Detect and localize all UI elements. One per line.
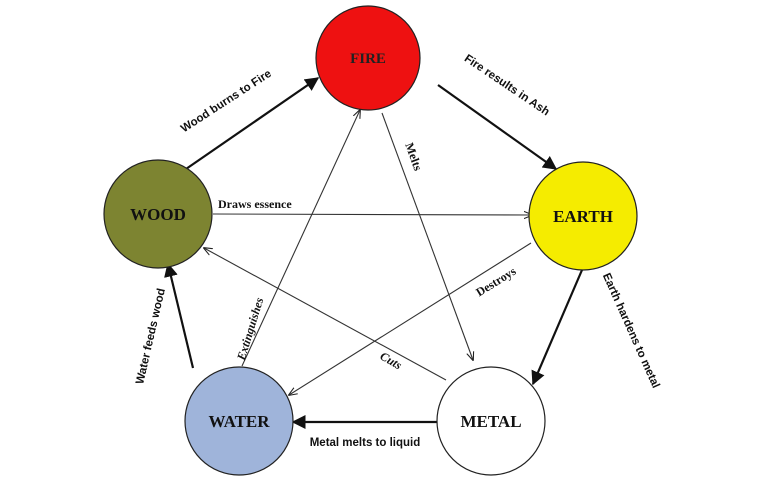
arrow-fire-metal [381,112,473,360]
label-destroys: Destroys [473,264,518,300]
arrow-wood-fire [185,77,320,170]
arrow-water-fire [241,110,360,367]
node-metal: METAL [436,366,546,476]
arrow-earth-water [289,242,532,395]
node-earth-label: EARTH [553,207,613,226]
node-water-label: WATER [208,412,270,431]
label-melts: Melts [402,141,425,173]
label-fire-results-in-ash: Fire results in Ash [462,53,552,119]
node-water: WATER [184,366,294,476]
node-wood-label: WOOD [130,205,186,224]
label-extinguishes: Extinguishes [234,296,267,363]
node-earth: EARTH [528,161,638,271]
arrow-wood-earth [212,214,532,215]
label-water-feeds-wood: Water feeds wood [134,287,168,385]
label-draws-essence: Draws essence [218,197,292,211]
label-earth-hardens-to-metal: Earth hardens to metal [600,271,662,390]
label-cuts: Cuts [378,349,405,373]
arrow-metal-wood [204,248,447,381]
label-metal-melts-to-liquid: Metal melts to liquid [310,437,421,449]
arrow-earth-metal [531,269,584,386]
arrow-water-wood [164,262,195,369]
node-fire: FIRE [315,5,421,111]
arrow-fire-earth [437,84,558,170]
label-wood-burns-to-fire: Wood burns to Fire [179,68,274,135]
node-fire-label: FIRE [350,51,386,67]
node-metal-label: METAL [460,412,521,431]
node-wood: WOOD [103,159,213,269]
